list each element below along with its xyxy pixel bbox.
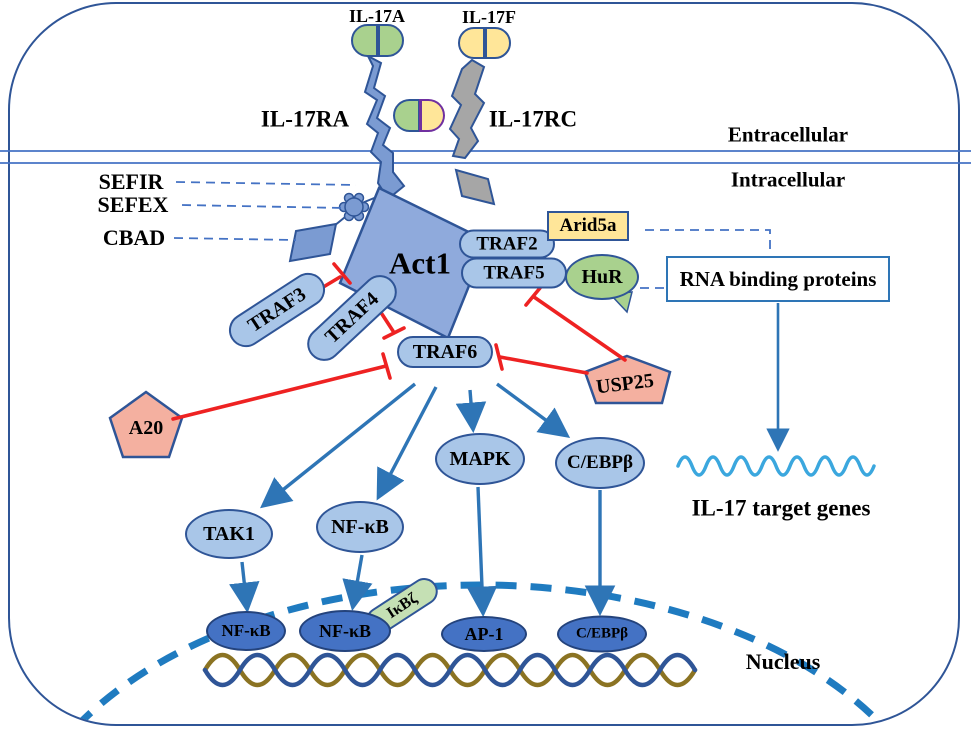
il17f-label: IL-17F [462, 7, 516, 27]
nuclear-nfkb-2: NF-κB [299, 610, 391, 652]
act1-label: Act1 [389, 245, 451, 281]
mrna-wavy-line [676, 455, 876, 477]
heterodimer-green-half [393, 99, 419, 132]
il17rc-label: IL-17RC [488, 106, 578, 132]
traf6-node: TRAF6 [397, 336, 493, 368]
il17a-right-half [380, 26, 403, 55]
nuclear-ap1: AP-1 [441, 616, 527, 652]
il17a-pill-divider [375, 26, 380, 55]
nuclear-cebpb: C/EBPβ [557, 615, 647, 653]
intracellular-label: Intracellular [730, 167, 846, 192]
extracellular-label: Entracellular [727, 122, 849, 147]
signaling-arrows [229, 303, 790, 618]
sefir-label: SEFIR [98, 169, 164, 194]
a20-label: A20 [128, 417, 164, 439]
hur-node: HuR [565, 254, 639, 300]
domain-pointer-dashes [173, 181, 771, 289]
rna-binding-proteins-box: RNA binding proteins [666, 256, 890, 302]
il17ra-label: IL-17RA [260, 106, 350, 132]
il17f-cytokine-pill [458, 27, 511, 59]
nuclear-envelope [8, 581, 952, 724]
il17f-left-half [460, 29, 483, 57]
nucleus-label: Nucleus [745, 649, 821, 674]
sefex-label: SEFEX [97, 192, 169, 217]
il17f-right-half [487, 29, 510, 57]
arid5a-node: Arid5a [547, 211, 629, 241]
il17a-label: IL-17A [348, 6, 406, 26]
tak1-node: TAK1 [185, 509, 273, 559]
cbad-label: CBAD [102, 225, 166, 250]
a20-shape [108, 390, 184, 459]
mapk-node: MAPK [435, 433, 525, 485]
il17-target-genes-label: IL-17 target genes [691, 495, 871, 521]
il17f-pill-divider [482, 29, 487, 57]
dna-double-helix [202, 652, 698, 688]
il17ra-receptor-shape [363, 53, 406, 201]
sefir-knob [338, 192, 370, 222]
cell-membrane-boundary [8, 2, 960, 726]
inhibition-lines [171, 262, 627, 421]
cebpb-node: C/EBPβ [555, 437, 645, 489]
plasma-membrane-lines [0, 150, 971, 164]
usp25-shape [583, 354, 672, 405]
il17rc-intracellular-tail [454, 168, 496, 206]
nuclear-nfkb-1: NF-κB [206, 611, 286, 651]
traf5-node: TRAF5 [461, 257, 567, 289]
traf2-node: TRAF2 [459, 229, 555, 259]
il17a-cytokine-pill [351, 24, 404, 57]
il17af-heterodimer-pill [393, 99, 445, 132]
heterodimer-yellow-half [419, 99, 445, 132]
il17rc-receptor-shape [448, 58, 486, 160]
nfkb-node: NF-κB [316, 501, 404, 553]
cbad-domain-shape [288, 222, 338, 263]
il17a-left-half [353, 26, 376, 55]
